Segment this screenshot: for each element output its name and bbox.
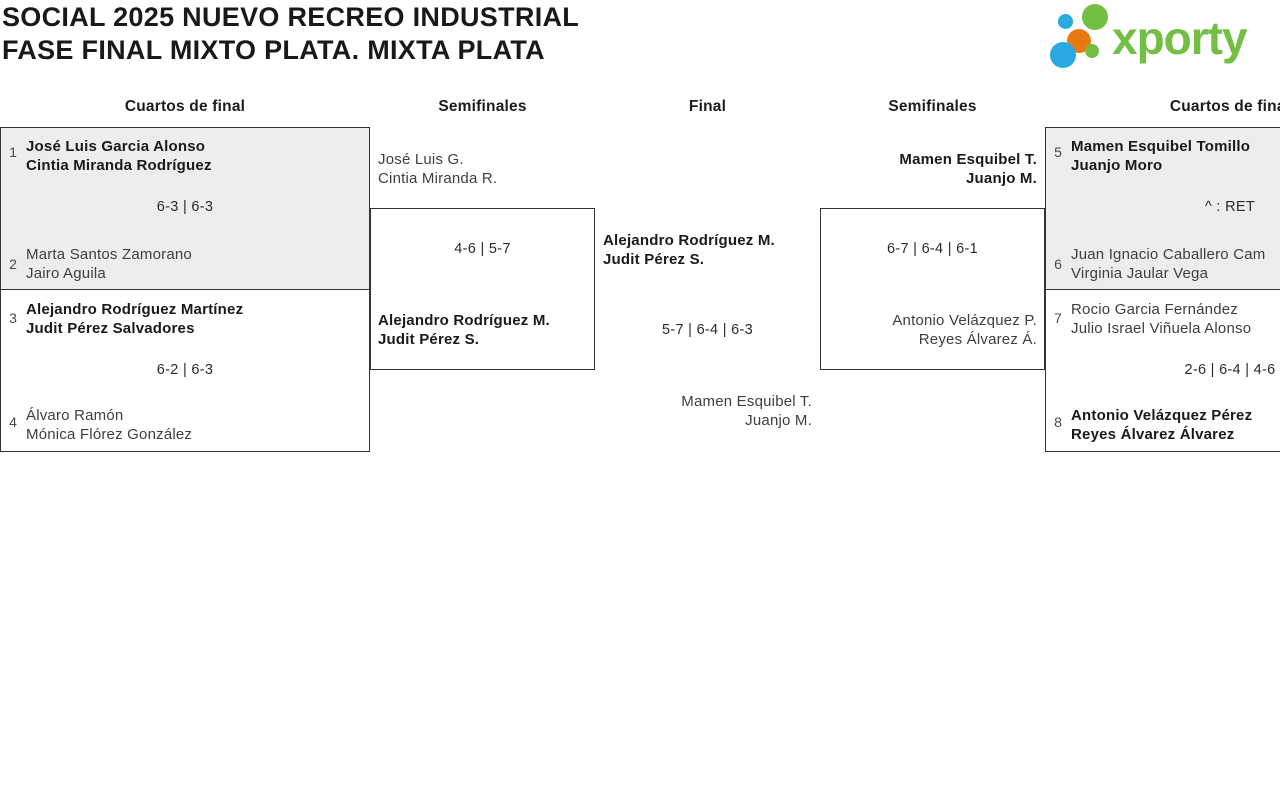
player-name: Alejandro Rodríguez M.: [378, 312, 550, 329]
player-name: Álvaro Ramón: [26, 407, 124, 424]
team-name: Alejandro Rodríguez M. Judit Pérez S.: [378, 311, 550, 349]
logo-dot-green-small: [1085, 44, 1099, 58]
match-score: 4-6 | 5-7: [454, 241, 511, 257]
player-name: Alejandro Rodríguez Martínez: [26, 301, 244, 318]
player-name: Reyes Álvarez Á.: [918, 331, 1037, 348]
round-header-final: Final: [688, 98, 727, 115]
logo-wordmark: xporty: [1112, 12, 1248, 64]
tournament-title-line1: SOCIAL 2025 NUEVO RECREO INDUSTRIAL: [2, 2, 580, 32]
player-name: Rocio Garcia Fernández: [1071, 301, 1238, 318]
round-header-sf-left: Semifinales: [438, 98, 527, 115]
match-score: 2-6 | 6-4 | 4-6: [1184, 362, 1276, 378]
round-header-qf-left: Cuartos de final: [124, 98, 246, 115]
player-name: Virginia Jaular Vega: [1071, 265, 1209, 282]
player-name: Judit Pérez S.: [378, 331, 480, 348]
seed-number: 1: [9, 144, 17, 160]
logo-dot-blue-large: [1050, 42, 1076, 68]
tournament-title: SOCIAL 2025 NUEVO RECREO INDUSTRIAL FASE…: [2, 1, 579, 67]
match-box-qf-right-bottom: [1045, 289, 1280, 452]
seed-number: 3: [9, 310, 17, 326]
player-name: Juanjo M.: [745, 412, 812, 429]
player-name: Mónica Flórez González: [26, 426, 193, 443]
player-name: Antonio Velázquez P.: [892, 312, 1037, 329]
match-box-sf-right: [820, 208, 1045, 370]
player-name: José Luis G.: [378, 151, 464, 168]
round-header-sf-right: Semifinales: [888, 98, 977, 115]
player-name: Juan Ignacio Caballero Cam: [1071, 246, 1266, 263]
player-name: Judit Pérez S.: [603, 251, 705, 268]
match-score: ^ : RET: [1205, 199, 1255, 215]
seed-number: 4: [9, 414, 17, 430]
logo-dot-green-large: [1082, 4, 1108, 30]
team-name: Antonio Velázquez Pérez Reyes Álvarez Ál…: [1071, 406, 1252, 444]
player-name: Jairo Aguila: [26, 265, 106, 282]
logo-dot-blue-small: [1058, 14, 1073, 29]
team-name: Antonio Velázquez P. Reyes Álvarez Á.: [820, 311, 1037, 349]
team-name: José Luis G. Cintia Miranda R.: [378, 150, 497, 188]
round-header-qf-right: Cuartos de final: [1169, 98, 1280, 115]
team-name: Juan Ignacio Caballero Cam Virginia Jaul…: [1071, 245, 1265, 283]
match-score: 6-3 | 6-3: [156, 199, 214, 215]
seed-number: 6: [1054, 256, 1062, 272]
seed-number: 2: [9, 256, 17, 272]
seed-number: 5: [1054, 144, 1062, 160]
match-box-qf-left-bottom: [0, 289, 370, 452]
player-name: Mamen Esquibel T.: [681, 393, 812, 410]
match-score: 5-7 | 6-4 | 6-3: [661, 322, 754, 338]
player-name: Alejandro Rodríguez M.: [603, 232, 775, 249]
match-box-qf-right-top: [1045, 127, 1280, 290]
team-name: Alejandro Rodríguez M. Judit Pérez S.: [603, 231, 775, 269]
seed-number: 7: [1054, 310, 1062, 326]
team-name: Alejandro Rodríguez Martínez Judit Pérez…: [26, 300, 243, 338]
match-score: 6-7 | 6-4 | 6-1: [886, 241, 979, 257]
player-name: Julio Israel Viñuela Alonso: [1071, 320, 1252, 337]
team-name: Álvaro Ramón Mónica Flórez González: [26, 406, 192, 444]
team-name: Mamen Esquibel Tomillo Juanjo Moro: [1071, 137, 1250, 175]
match-box-sf-left: [370, 208, 595, 370]
player-name: Marta Santos Zamorano: [26, 246, 192, 263]
player-name: Mamen Esquibel Tomillo: [1071, 138, 1251, 155]
player-name: Reyes Álvarez Álvarez: [1071, 426, 1235, 443]
player-name: Judit Pérez Salvadores: [26, 320, 195, 337]
player-name: Juanjo M.: [966, 170, 1037, 187]
player-name: Antonio Velázquez Pérez: [1071, 407, 1253, 424]
team-name: Marta Santos Zamorano Jairo Aguila: [26, 245, 192, 283]
team-name: Mamen Esquibel T. Juanjo M.: [595, 392, 812, 430]
player-name: Cintia Miranda Rodríguez: [26, 157, 212, 174]
tournament-title-line2: FASE FINAL MIXTO PLATA. MIXTA PLATA: [2, 35, 545, 65]
player-name: Mamen Esquibel T.: [899, 151, 1037, 168]
team-name: Mamen Esquibel T. Juanjo M.: [820, 150, 1037, 188]
seed-number: 8: [1054, 414, 1062, 430]
player-name: Cintia Miranda R.: [378, 170, 498, 187]
match-box-qf-left-top: [0, 127, 370, 290]
team-name: José Luis Garcia Alonso Cintia Miranda R…: [26, 137, 212, 175]
team-name: Rocio Garcia Fernández Julio Israel Viñu…: [1071, 300, 1251, 338]
player-name: José Luis Garcia Alonso: [26, 138, 206, 155]
player-name: Juanjo Moro: [1071, 157, 1163, 174]
match-score: 6-2 | 6-3: [156, 362, 214, 378]
